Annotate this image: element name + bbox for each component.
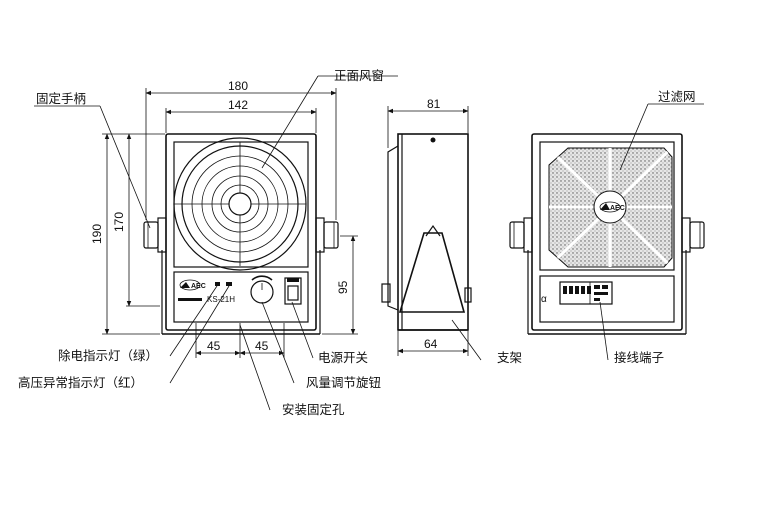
dim-142: 142: [228, 98, 248, 112]
leader-lines: [34, 75, 704, 411]
label-front-grille: 正面风窗: [334, 69, 384, 83]
dim-45-left: 45: [207, 339, 221, 353]
brand-logo: AEC: [178, 279, 206, 301]
dim-170: 170: [112, 212, 126, 232]
filter-mesh: AEC: [548, 147, 673, 268]
dim-64: 64: [424, 337, 438, 351]
power-switch[interactable]: [284, 277, 302, 305]
label-power-switch: 电源开关: [318, 351, 368, 365]
dim-180: 180: [228, 79, 248, 93]
hv-led: [226, 282, 232, 286]
dim-190: 190: [90, 224, 104, 244]
label-hv-led: 高压异常指示灯（红）: [18, 375, 143, 390]
neutral-led: [215, 282, 220, 286]
rear-handle-right: [681, 217, 705, 253]
terminal-block: [559, 281, 613, 305]
side-view: [381, 133, 472, 331]
svg-text:AEC: AEC: [191, 283, 206, 290]
control-panel: [173, 271, 309, 323]
rear-symbol: α: [541, 294, 547, 305]
dim-95: 95: [336, 280, 350, 294]
dim-45-right: 45: [255, 339, 269, 353]
side-stand: [398, 224, 468, 331]
fan-speed-knob[interactable]: [250, 275, 274, 304]
fan-guard: [173, 137, 307, 271]
front-handle-left: [143, 217, 167, 253]
dim-81: 81: [427, 97, 441, 111]
label-filter: 过滤网: [658, 90, 696, 104]
label-handle: 固定手柄: [36, 91, 86, 106]
svg-text:AEC: AEC: [610, 205, 625, 212]
front-dimensions: 180 142 190 170 95 45 45: [90, 79, 358, 358]
side-body: [397, 133, 469, 331]
front-view: AEC KS-21H: [143, 133, 339, 335]
label-stand: 支架: [497, 351, 522, 365]
label-mount-hole: 安装固定孔: [282, 402, 345, 417]
callout-labels: 固定手柄 正面风窗 过滤网 除电指示灯（绿） 高压异常指示灯（红） 安装固定孔 …: [18, 69, 696, 417]
label-fan-knob: 风量调节旋钮: [306, 375, 381, 390]
rear-handle-left: [509, 217, 533, 253]
label-terminal: 接线端子: [614, 350, 664, 365]
front-handle-right: [315, 217, 339, 253]
rear-view: AEC α: [509, 133, 705, 335]
label-neutral-led: 除电指示灯（绿）: [58, 348, 158, 363]
side-dimensions: 81 64: [387, 97, 469, 356]
